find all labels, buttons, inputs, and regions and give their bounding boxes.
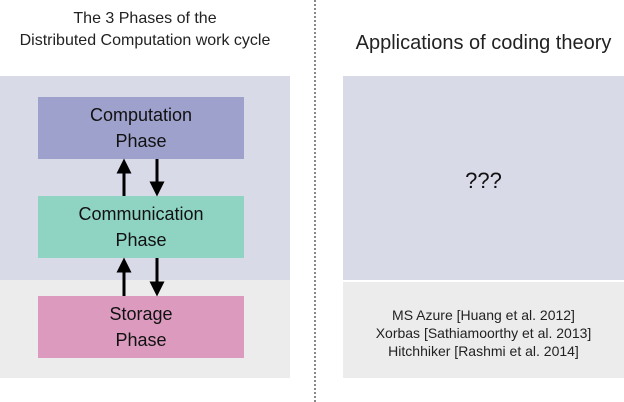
right-top-panel	[343, 76, 624, 280]
right-title: Applications of coding theory	[355, 32, 612, 54]
application-item: Hitchhiker [Rashmi et al. 2014]	[388, 343, 579, 359]
storage-phase-label: Storage	[109, 304, 173, 324]
computation-phase-sublabel: Phase	[115, 131, 167, 151]
right-bottom-panel	[343, 282, 624, 378]
left-title-line-1: The 3 Phases of the	[73, 10, 217, 27]
application-item: Xorbas [Sathiamoorthy et al. 2013]	[375, 325, 592, 341]
application-item: MS Azure [Huang et al. 2012]	[392, 307, 575, 323]
unknown-applications-label: ???	[465, 168, 502, 193]
left-title-line-2: Distributed Computation work cycle	[19, 32, 271, 49]
storage-phase-box: Storage Phase	[38, 296, 244, 358]
communication-phase-sublabel: Phase	[115, 230, 167, 250]
applications-list: MS Azure [Huang et al. 2012] Xorbas [Sat…	[343, 306, 624, 360]
communication-phase-box: Communication Phase	[38, 196, 244, 258]
computation-phase-label: Computation	[89, 105, 193, 125]
storage-phase-sublabel: Phase	[115, 330, 167, 350]
communication-phase-label: Communication	[78, 204, 204, 224]
left-title: The 3 Phases of the Distributed Computat…	[0, 8, 290, 52]
computation-phase-box: Computation Phase	[38, 97, 244, 159]
column-divider	[314, 0, 316, 402]
